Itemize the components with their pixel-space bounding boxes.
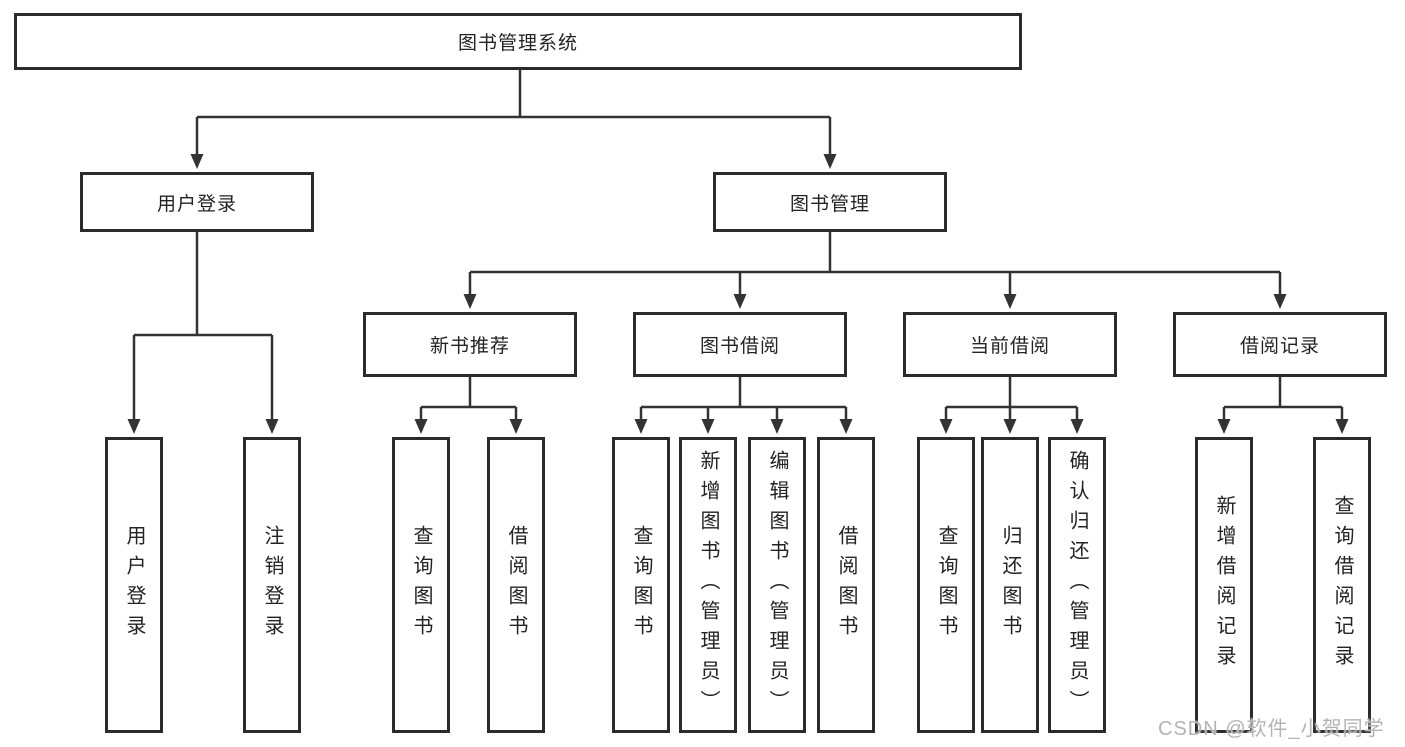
leaf-query-books-rec: 查询图书 (392, 437, 450, 733)
node-label: 编辑图书（管理员） (766, 450, 788, 720)
connector-book-management-to-level3 (463, 232, 1287, 309)
node-label: 查询图书 (630, 525, 652, 645)
node-library-management-system: 图书管理系统 (14, 13, 1022, 70)
node-label: 用户登录 (156, 193, 237, 215)
node-label: 新增图书（管理员） (697, 450, 719, 720)
node-book-management: 图书管理 (713, 172, 947, 232)
leaf-edit-books-admin: 编辑图书（管理员） (748, 437, 806, 733)
node-label: 借阅图书 (505, 525, 527, 645)
node-current-borrowing: 当前借阅 (903, 312, 1117, 377)
connector-borrow-records-to-leaves (1217, 377, 1349, 434)
node-label: 图书借阅 (699, 336, 780, 357)
connector-book-borrow-to-leaves (634, 377, 853, 434)
connector-root-to-level2 (190, 70, 837, 169)
node-label: 借阅记录 (1239, 336, 1320, 357)
node-user-login-group: 用户登录 (80, 172, 314, 232)
node-label: 用户登录 (123, 525, 145, 645)
node-label: 归还图书 (999, 525, 1021, 645)
node-label: 确认归还（管理员） (1066, 450, 1088, 720)
node-label: 查询借阅记录 (1331, 495, 1353, 675)
node-label: 查询图书 (935, 525, 957, 645)
node-label: 新书推荐 (429, 336, 510, 357)
node-new-book-recommendation: 新书推荐 (363, 312, 577, 377)
leaf-add-borrow-record: 新增借阅记录 (1195, 437, 1253, 733)
node-label: 图书管理系统 (457, 33, 578, 54)
csdn-watermark: CSDN @软件_小贺同学 (1158, 718, 1385, 740)
node-label: 借阅图书 (835, 525, 857, 645)
leaf-query-borrow-record: 查询借阅记录 (1313, 437, 1371, 733)
leaf-add-books-admin: 新增图书（管理员） (679, 437, 737, 733)
leaf-borrow-books: 借阅图书 (817, 437, 875, 733)
node-label: 查询图书 (410, 525, 432, 645)
node-label: 当前借阅 (969, 336, 1050, 357)
node-label: 图书管理 (789, 193, 870, 215)
leaf-query-books-current: 查询图书 (917, 437, 975, 733)
leaf-user-login: 用户登录 (105, 437, 163, 733)
leaf-return-books: 归还图书 (981, 437, 1039, 733)
connector-new-book-rec-to-leaves (414, 377, 523, 434)
node-book-borrowing: 图书借阅 (633, 312, 847, 377)
connector-user-login-to-leaves (127, 232, 279, 434)
node-label: 新增借阅记录 (1213, 495, 1235, 675)
leaf-borrow-books-rec: 借阅图书 (487, 437, 545, 733)
node-borrowing-records: 借阅记录 (1173, 312, 1387, 377)
leaf-query-books-borrow: 查询图书 (612, 437, 670, 733)
connector-current-borrow-to-leaves (939, 377, 1084, 434)
node-label: 注销登录 (261, 525, 283, 645)
leaf-confirm-return-admin: 确认归还（管理员） (1048, 437, 1106, 733)
leaf-logout: 注销登录 (243, 437, 301, 733)
